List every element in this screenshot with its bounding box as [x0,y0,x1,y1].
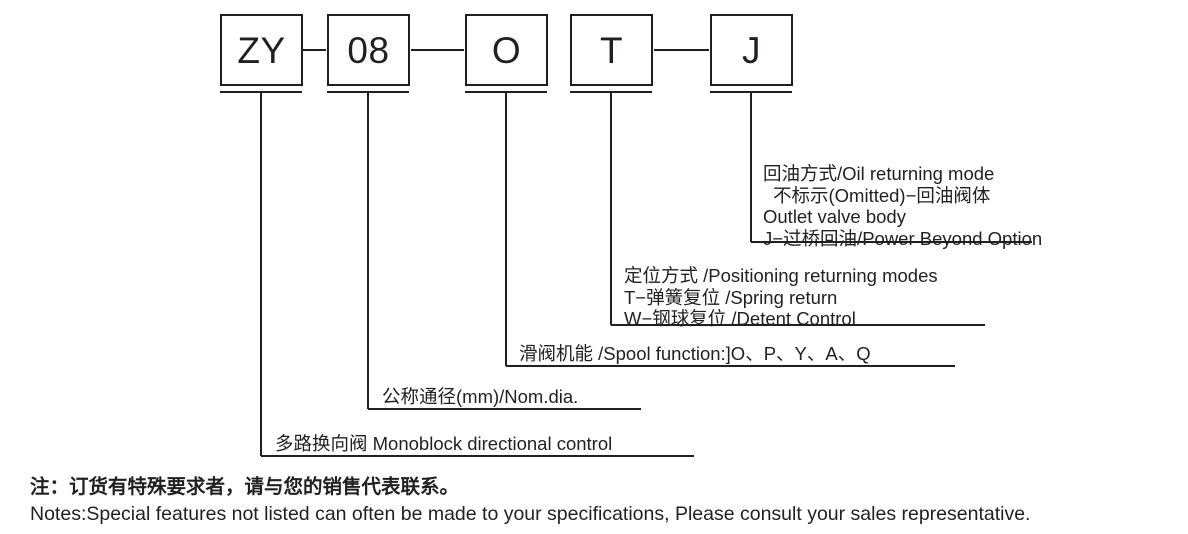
annotation-oil-returning-line-1: 回油方式/Oil returning mode [763,163,995,184]
annotation-spool-function-line-1: 滑阀机能 /Spool function:]O、P、Y、A、Q [519,343,871,364]
note-chinese: 注：订货有特殊要求者，请与您的销售代表联系。 [30,476,460,498]
annotation-monoblock-line-1: 多路换向阀 Monoblock directional control [275,433,613,454]
annotation-oil-returning-line-4: J−过桥回油/Power Beyond Option [763,227,1043,249]
annotation-oil-returning-line-3: Outlet valve body [763,206,906,227]
code-box-spool[interactable]: O [465,14,548,86]
annotation-positioning: 定位方式 /Positioning returning modes T−弹簧复位… [624,265,938,330]
annotation-oil-returning: 回油方式/Oil returning mode 不标示(Omitted)−回油阀… [763,163,1042,249]
annotation-positioning-line-3: W−钢球复位 /Detent Control [624,308,856,329]
annotation-monoblock: 多路换向阀 Monoblock directional control [275,433,612,455]
code-box-positioning[interactable]: T [570,14,653,86]
code-box-oil-return[interactable]: J [710,14,793,86]
note-english: Notes:Special features not listed can of… [30,503,1031,525]
annotation-oil-returning-line-2: 不标示(Omitted)−回油阀体 [773,184,991,206]
annotation-positioning-line-2: T−弹簧复位 /Spring return [624,286,838,308]
annotation-nominal-diameter: 公称通径(mm)/Nom.dia. [382,386,578,408]
code-box-nom-dia[interactable]: 08 [327,14,410,86]
code-box-series[interactable]: ZY [220,14,303,86]
annotation-positioning-line-1: 定位方式 /Positioning returning modes [624,265,938,286]
annotation-spool-function: 滑阀机能 /Spool function:]O、P、Y、A、Q [519,343,871,365]
annotation-nominal-diameter-line-1: 公称通径(mm)/Nom.dia. [382,386,579,407]
